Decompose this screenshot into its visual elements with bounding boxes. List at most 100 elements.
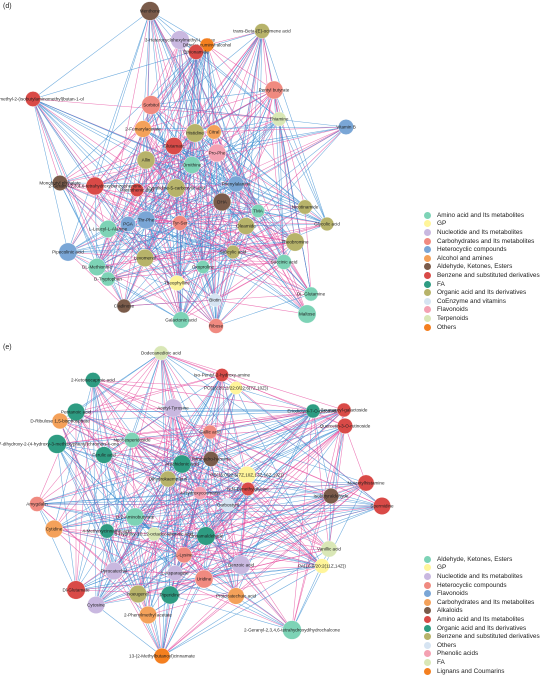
network-edge [137, 463, 183, 595]
node-label: 3-Heterocyclohexylmethyl-L-valine [145, 38, 216, 43]
legend-swatch [424, 263, 431, 271]
network-edge [344, 425, 367, 484]
network-edge [145, 219, 308, 315]
node-allin [136, 150, 156, 170]
node-label: Monobutyl phthalate [39, 181, 81, 186]
network-edge [53, 439, 133, 530]
network-edge [153, 505, 383, 535]
node-label: Thiamine [270, 117, 289, 122]
network-edge [142, 128, 177, 189]
edges-e [36, 352, 383, 657]
network-edge [167, 478, 249, 490]
node-tyr-ser [172, 215, 188, 231]
network-edge [134, 516, 163, 657]
legend-swatch [424, 641, 431, 649]
legend-item-alcohol-and-amines: Alcohol and amines [424, 254, 540, 263]
network-edge [144, 241, 296, 259]
network-edge [75, 533, 155, 591]
network-edge [142, 89, 275, 130]
node-label: L-Lysine [175, 553, 193, 558]
network-edge [235, 387, 314, 412]
node-label: PGA [123, 222, 134, 227]
network-edge [232, 251, 285, 263]
node-label: 4-Methoxycinnamic acid [82, 529, 132, 534]
legend-label: Alcohol and amines [437, 254, 493, 262]
node-menthone [140, 1, 160, 21]
network-edge [205, 535, 323, 567]
legend-item-aldehyde-ketones-esters: Aldehyde, Ketones, Esters [424, 263, 540, 272]
legend-swatch [424, 564, 431, 572]
network-edge [127, 187, 177, 225]
network-edge [32, 10, 151, 100]
legend-label: Lignans and Coumarins [437, 667, 505, 675]
node-arachidonic-acid [172, 454, 192, 474]
legend-swatch [424, 615, 431, 623]
network-edge [113, 570, 176, 574]
node-label: Theophylline [164, 281, 190, 286]
network-edge [95, 439, 133, 606]
node-label: PE(16:0/22:6(7Z,10Z,13Z,16Z,19Z)) [210, 473, 284, 478]
legend-item-nucleotide-and-its-metabolites: Nucleotide and Its metabolites [424, 228, 540, 237]
network-edge [257, 210, 312, 295]
node-label: Vitamin B [336, 125, 356, 130]
legend-item-nucleotide-and-its-metabolites: Nucleotide and Its metabolites [424, 572, 540, 581]
node-label: Pentyl butyrate [259, 88, 290, 93]
network-edge [175, 44, 208, 189]
network-edge [179, 222, 217, 327]
network-edge [113, 504, 229, 572]
network-edge [240, 425, 346, 566]
network-edge [36, 503, 139, 595]
legend-swatch [424, 246, 431, 254]
node-levomenol [136, 249, 154, 267]
network-edge [131, 425, 346, 441]
node-oxoproline [196, 260, 210, 274]
node-succinic-acid [276, 254, 292, 270]
network-edge [161, 594, 171, 657]
legend-label: FA [437, 658, 445, 666]
network-edge [179, 222, 182, 321]
legend-item-gp: GP [424, 220, 540, 229]
legend-item-organic-acid-and-its-derivatives: Organic acid and Its derivatives [424, 624, 540, 633]
network-edge [205, 482, 367, 537]
network-edge [221, 201, 285, 263]
network-edge [216, 126, 347, 154]
network-edge [209, 431, 367, 484]
network-edge [131, 431, 211, 441]
node-dha [212, 192, 232, 212]
legend-label: FA [437, 280, 445, 288]
network-edge [167, 478, 293, 631]
node-label: Levomenol [134, 256, 156, 261]
network-edge [261, 30, 285, 263]
node-phenylalanine [227, 175, 245, 193]
legend-label: Benzene and substituted derivatives [437, 271, 540, 279]
network-edge [107, 128, 144, 280]
network-edge [53, 431, 211, 530]
node-label: Sorbitol [143, 103, 159, 108]
node-pga [120, 216, 136, 232]
network-edge [107, 10, 151, 230]
network-panel-e: Dodecanedioic acidIso-Pentyl-2-hydroxy-a… [0, 345, 394, 665]
legend-swatch [424, 228, 431, 236]
network-edge [127, 128, 144, 225]
network-edge [160, 352, 345, 411]
node-oleamide [237, 217, 255, 235]
legend-swatch [424, 590, 431, 598]
node-cinnamaldehyde [196, 526, 216, 546]
network-edge [75, 578, 205, 591]
node-label: Ethionamide [183, 50, 209, 55]
node-label: Oleamide [236, 224, 256, 229]
network-edge [183, 488, 249, 556]
node-label: Cladinose [114, 304, 135, 309]
network-edge [95, 516, 136, 606]
network-edge [328, 495, 332, 550]
legend-item-organic-acid-and-its-derivatives: Organic acid and Its derivatives [424, 288, 540, 297]
network-edge [144, 257, 285, 263]
node-label: Protocatechuic acid [216, 594, 257, 599]
node-dihydro-cuminyl-alcohol [199, 37, 215, 53]
node-maltose [297, 304, 317, 324]
network-edge [75, 409, 345, 413]
node-isoeugenol [128, 584, 148, 604]
legend-item-heterocyclic-compounds: Heterocyclic compounds [424, 581, 540, 590]
node-2-geranyl-2-3-4-6-tetrahydroxybenzophenone [85, 176, 105, 196]
